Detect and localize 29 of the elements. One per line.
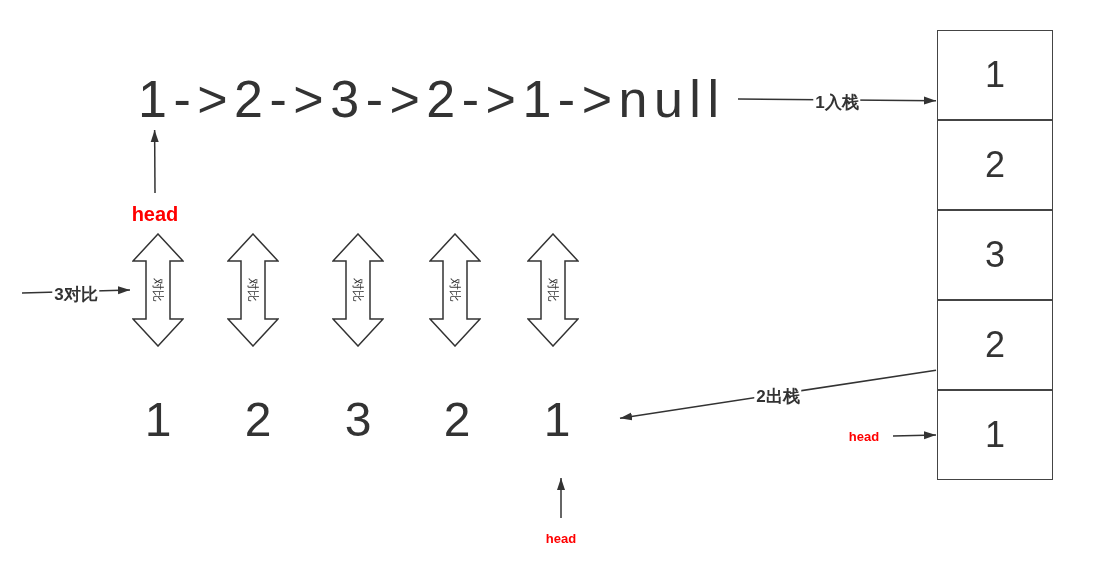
edge-label: 3对比 (52, 285, 100, 302)
compare-text: 对比 (152, 278, 164, 302)
stack-value: 3 (985, 233, 1005, 277)
stack-value: 1 (985, 413, 1005, 457)
stack-value: 1 (985, 53, 1005, 97)
compare-text: 对比 (247, 278, 259, 302)
stack-cell (937, 120, 1053, 210)
stack-cell (937, 210, 1053, 300)
stack-value: 2 (985, 323, 1005, 367)
edge-label: 2出栈 (754, 387, 802, 405)
linked-list-text: 1->2->3->2->1->null (138, 73, 726, 125)
compare-text: 对比 (449, 278, 461, 302)
compare-text: 对比 (352, 278, 364, 302)
compare-text: 对比 (547, 278, 559, 302)
number-text: 2 (443, 396, 471, 444)
arrow (150, 129, 159, 194)
arrow (557, 477, 565, 519)
number-text: 1 (543, 396, 571, 444)
number-text: 1 (144, 396, 172, 444)
head-label: head (848, 429, 880, 443)
head-label: head (131, 204, 179, 224)
number-text: 2 (244, 396, 272, 444)
head-label: head (545, 531, 577, 545)
number-text: 3 (344, 396, 372, 444)
stack-box (937, 30, 1053, 480)
stack-cell (937, 300, 1053, 390)
arrow (892, 431, 937, 440)
edge-label: 1入栈 (813, 93, 861, 111)
stack-value: 2 (985, 143, 1005, 187)
